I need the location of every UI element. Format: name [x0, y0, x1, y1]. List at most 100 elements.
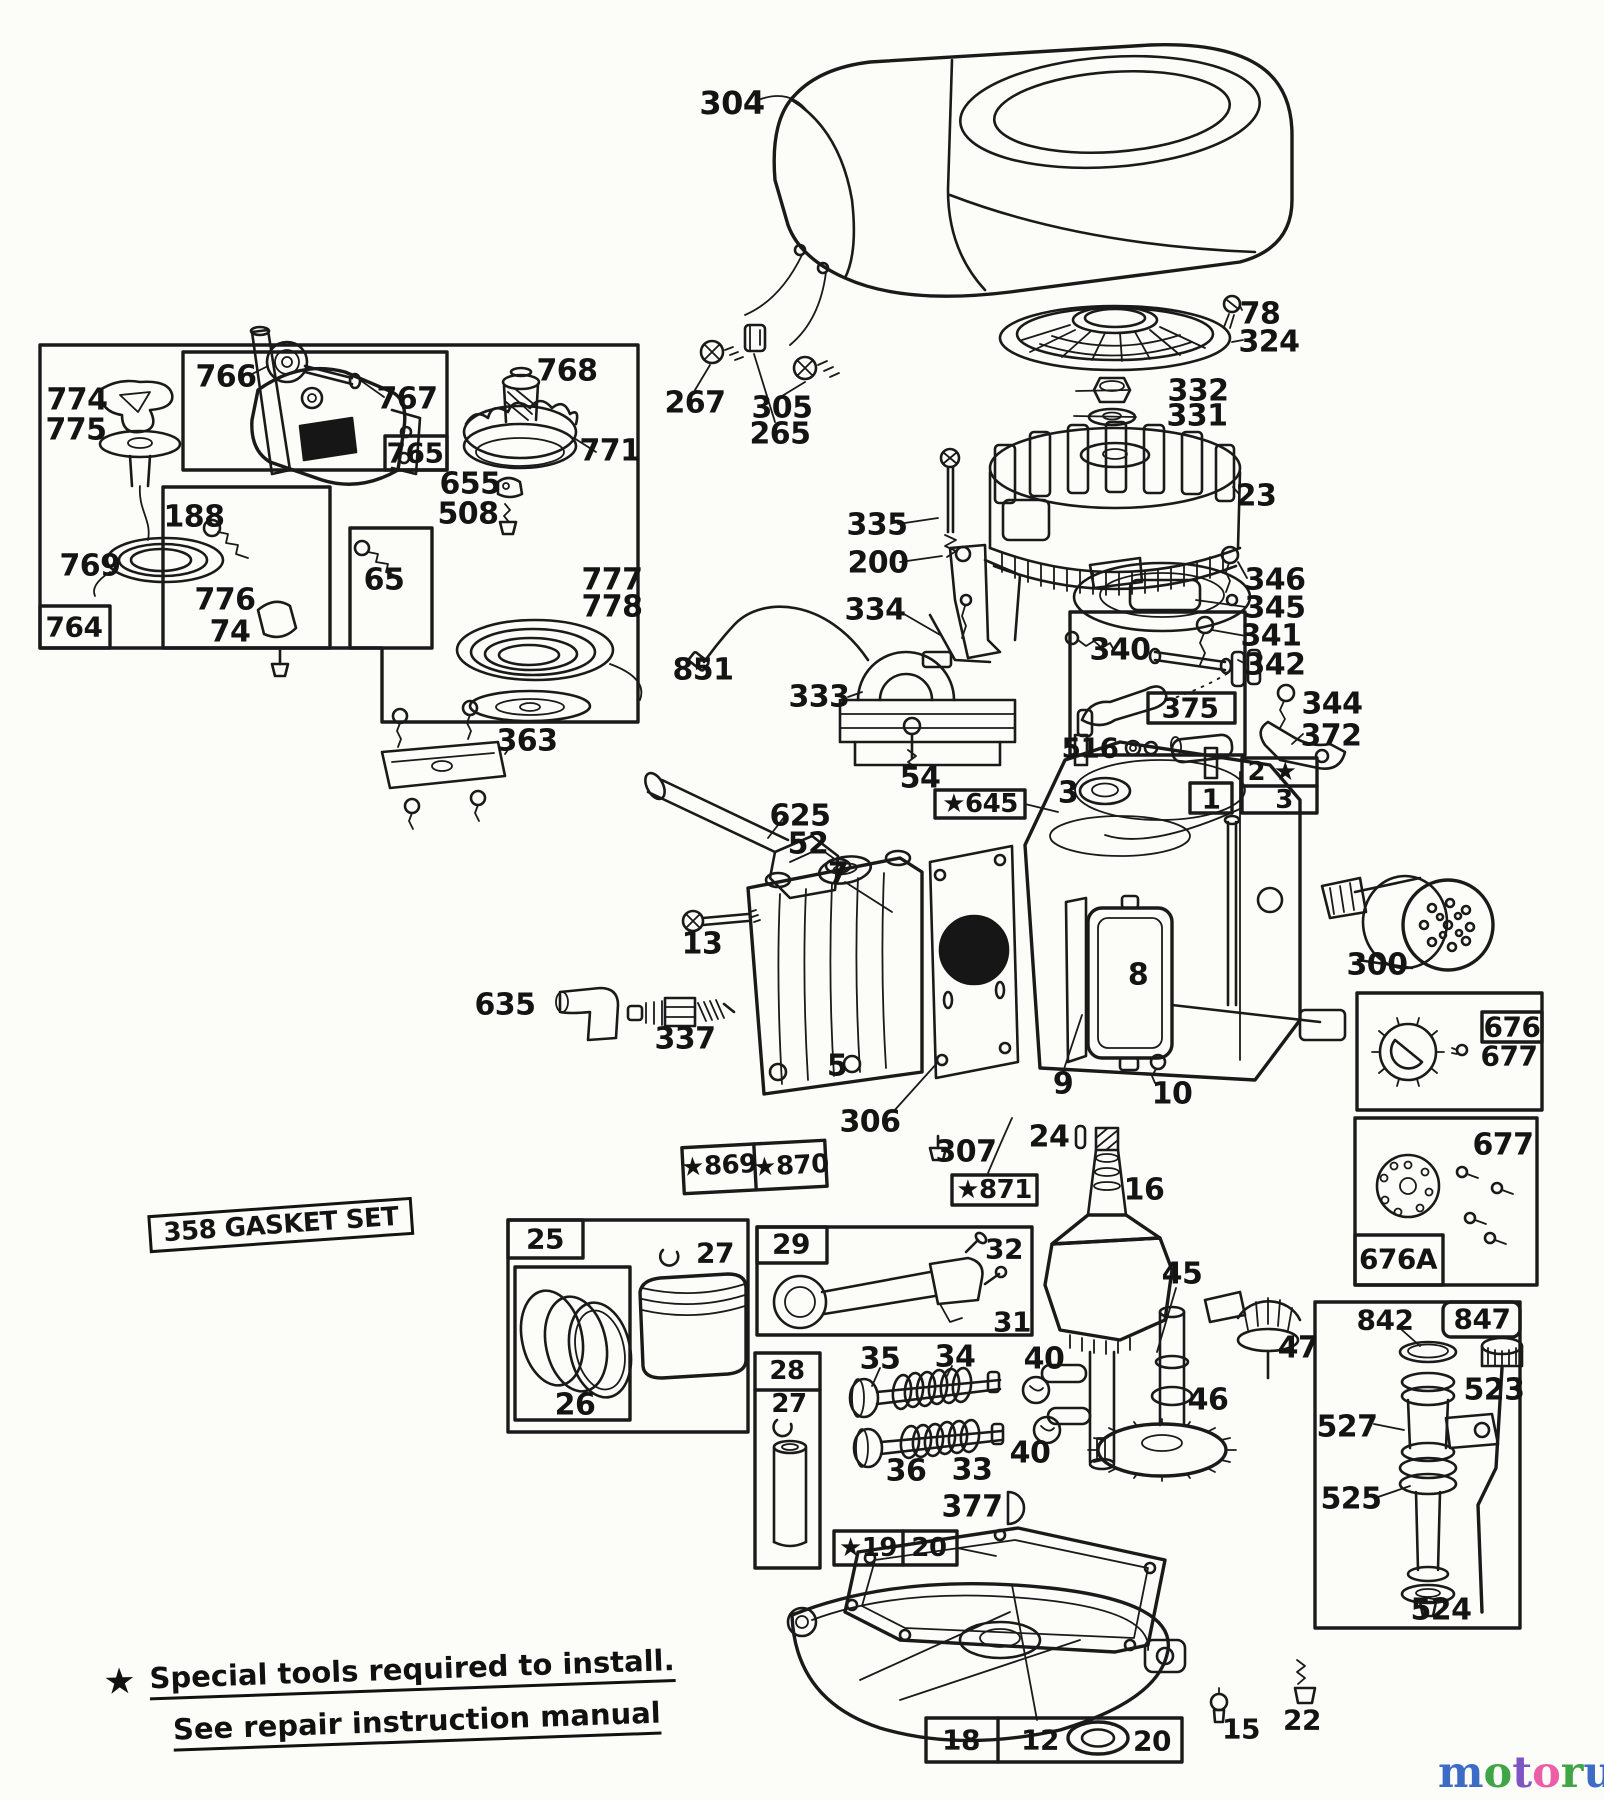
watermark-letter-4: r	[1560, 1748, 1584, 1798]
part-label-31: 31	[993, 1305, 1031, 1339]
part-label-676a: 676A	[1358, 1242, 1438, 1276]
part-label-655: 655	[439, 466, 501, 502]
crankshaft-drawing	[1040, 1126, 1174, 1471]
breather-plate-drawing	[380, 699, 507, 830]
part-label-22: 22	[1283, 1703, 1321, 1737]
rotating-screen-drawing	[998, 294, 1242, 372]
part-label-774: 774	[46, 382, 108, 418]
cylinder-head-drawing	[746, 849, 924, 1096]
disc-677-drawing	[1375, 1153, 1514, 1245]
part-label-524: 524	[1410, 1592, 1472, 1628]
valves-drawing	[848, 1366, 1062, 1469]
part-label-12: 12	[1021, 1723, 1059, 1757]
part-label-525: 525	[1320, 1481, 1382, 1517]
footnote-star-icon: ★	[102, 1660, 137, 1703]
part-label-45: 45	[1161, 1256, 1203, 1292]
part-label-625: 625	[769, 798, 831, 834]
spark-plug-drawing	[555, 986, 736, 1042]
watermark-letter-3: o	[1532, 1748, 1561, 1798]
part-label-346: 346	[1244, 562, 1306, 598]
part-label-771: 771	[579, 433, 641, 469]
flywheel-drawing	[988, 420, 1242, 596]
part-label-769: 769	[59, 548, 121, 584]
part-label-3-cell: 3	[1275, 785, 1293, 815]
part-label-35: 35	[859, 1341, 901, 1377]
part-label-331: 331	[1166, 398, 1228, 434]
part-label-341: 341	[1240, 618, 1302, 654]
watermark-letters: motoruf	[1438, 1748, 1604, 1798]
head-gasket-drawing	[928, 844, 1020, 1080]
part-label-74: 74	[209, 614, 251, 650]
part-label-508: 508	[437, 496, 499, 532]
part-label-29: 29	[772, 1227, 810, 1261]
part-label-363: 363	[496, 723, 558, 759]
part-label-27-piston: 27	[696, 1236, 734, 1270]
part-label-764: 764	[45, 610, 103, 644]
part-label-2-star: 2 ★	[1247, 757, 1297, 787]
part-label-24: 24	[1028, 1119, 1070, 1155]
part-label-765: 765	[386, 436, 444, 470]
gear-676-drawing	[1371, 1017, 1469, 1087]
part-label-65: 65	[363, 562, 405, 598]
part-label-306: 306	[839, 1104, 901, 1140]
part-label-334: 334	[844, 592, 906, 628]
muffler-drawing	[1320, 874, 1495, 972]
part-label-766: 766	[195, 359, 257, 395]
bolt-335-drawing	[939, 447, 961, 558]
part-label-345: 345	[1244, 590, 1306, 626]
footnote: ★Special tools required to install. See …	[102, 1642, 677, 1752]
part-label-305: 305	[751, 390, 813, 426]
part-label-25: 25	[526, 1222, 564, 1256]
part-label-9: 9	[1052, 1066, 1074, 1102]
part-label-13: 13	[681, 926, 723, 962]
part-label-342: 342	[1244, 647, 1306, 683]
part-label-265: 265	[749, 416, 811, 452]
part-label-635: 635	[474, 987, 536, 1023]
part-label-52: 52	[787, 826, 829, 862]
part-label-842: 842	[1356, 1303, 1414, 1337]
part-label-7: 7	[827, 856, 849, 892]
part-label-8: 8	[1127, 957, 1149, 993]
part-label-gasket-set: 358 GASKET SET	[147, 1196, 415, 1254]
watermark-letter-2: t	[1512, 1748, 1533, 1798]
ignition-coil-drawing	[687, 605, 1017, 767]
part-label-768: 768	[536, 353, 598, 389]
part-label-34: 34	[934, 1339, 976, 1375]
part-label-676: 676	[1483, 1010, 1541, 1044]
oil-fill-tube-drawing	[1398, 1340, 1500, 1618]
part-label-645: ★645	[942, 789, 1018, 819]
leader-lines	[251, 95, 1439, 1721]
part-label-47: 47	[1277, 1330, 1319, 1366]
part-label-1: 1	[1201, 782, 1221, 816]
part-label-28: 28	[769, 1356, 805, 1386]
part-label-344: 344	[1301, 686, 1363, 722]
part-label-18: 18	[942, 1723, 980, 1757]
watermark-letter-5: u	[1583, 1748, 1604, 1798]
part-label-23: 23	[1235, 478, 1277, 514]
part-label-32: 32	[985, 1232, 1023, 1266]
part-label-871: ★871	[956, 1175, 1032, 1205]
piston-rings-drawing	[519, 1248, 748, 1399]
part-label-20-bottom: 20	[1133, 1724, 1171, 1758]
part-label-33: 33	[951, 1452, 993, 1488]
part-label-851: 851	[672, 652, 734, 688]
part-label-516: 516	[1061, 731, 1119, 765]
part-label-10: 10	[1151, 1076, 1193, 1112]
part-label-324: 324	[1238, 324, 1300, 360]
part-label-27-pin: 27	[771, 1389, 807, 1419]
part-label-15: 15	[1222, 1712, 1260, 1746]
part-label-847: 847	[1453, 1302, 1511, 1336]
part-label-372: 372	[1300, 718, 1362, 754]
watermark-letter-0: m	[1438, 1748, 1484, 1798]
part-label-767: 767	[376, 381, 438, 417]
brake-drum-drawing	[1072, 545, 1347, 770]
part-label-40-top: 40	[1023, 1341, 1065, 1377]
part-label-26: 26	[554, 1387, 596, 1423]
part-label-335: 335	[846, 507, 908, 543]
part-label-340: 340	[1089, 632, 1151, 668]
housing-bolts-drawing	[694, 323, 840, 423]
part-label-20-cell: 20	[911, 1533, 947, 1563]
part-label-16: 16	[1123, 1172, 1165, 1208]
